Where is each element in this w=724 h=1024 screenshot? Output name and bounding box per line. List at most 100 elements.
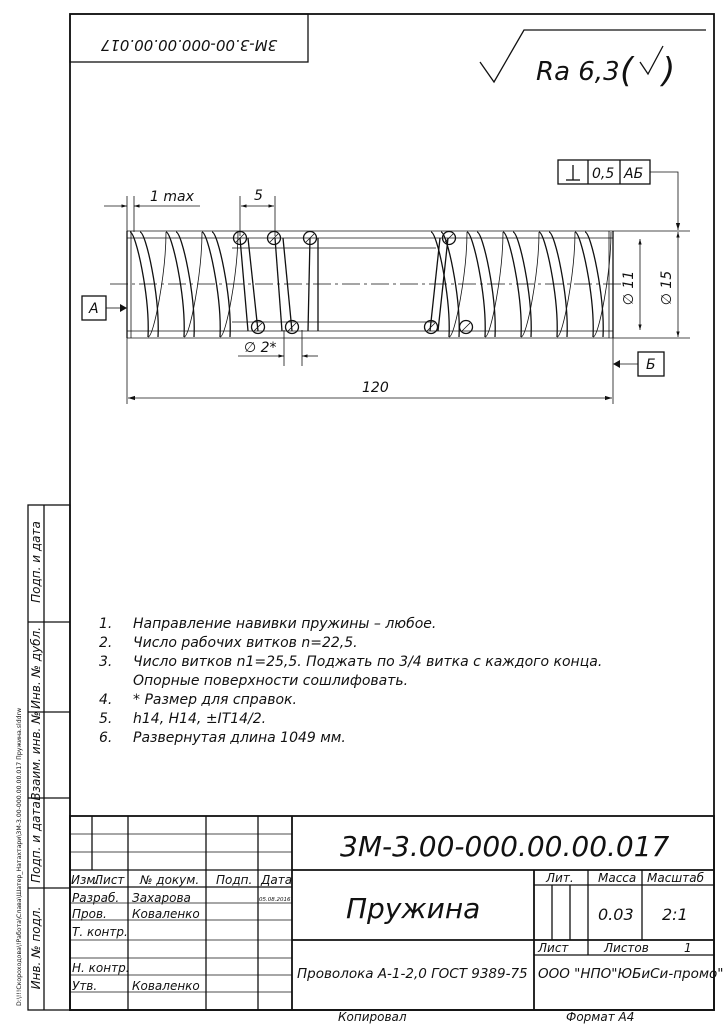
wire-section-circle: [266, 230, 282, 246]
title-part-name: Пружина: [346, 892, 480, 925]
coil-back: [484, 231, 504, 338]
title-designation: 3М-3.00-000.00.00.017: [340, 830, 670, 863]
coil-front-inner: [175, 231, 195, 338]
dim-wire-diameter: ∅ 2*: [244, 340, 277, 356]
roughness-symbol: Ra 6,3 ( ): [479, 29, 706, 91]
side-label-podp-data-2: Подп. и дата: [29, 801, 43, 883]
tolerance-frame: 0,5 АБ: [557, 159, 681, 230]
note-number: 5.: [99, 711, 112, 727]
note-text: * Размер для справок.: [133, 692, 297, 708]
tolerance-value: 0,5: [592, 166, 614, 182]
signature-rows: Разраб. Захарова 05.08.2016Пров.КоваленкоТ…: [72, 891, 291, 993]
coil-back: [219, 231, 239, 338]
note-number: 3.: [99, 654, 112, 670]
note-item: Опорные поверхности сошлифовать.: [133, 673, 408, 689]
coil-front: [201, 231, 221, 338]
sheets-value: 1: [684, 941, 692, 955]
hdr-doc: № докум.: [139, 873, 199, 887]
note-item: 1. Направление навивки пружины – любое.: [99, 616, 436, 632]
signature-row: Т. контр.: [72, 925, 128, 939]
side-strip: [27, 504, 71, 1011]
note-number: 1.: [99, 616, 112, 632]
title-company: ООО "НПО"ЮБиСи-промо": [538, 966, 724, 982]
coil-back: [592, 231, 612, 338]
dim-pitch-gap: 1 max: [150, 189, 195, 205]
coil-back: [556, 231, 576, 338]
mass-label: Масса: [598, 871, 636, 885]
spring-view: [110, 230, 630, 339]
coil-back: [448, 231, 468, 338]
file-path: D:\!!!Скороходова\!Работа\Слава\Шатер_На…: [15, 708, 23, 1006]
wire-section-circle: [250, 319, 266, 335]
note-number: 4.: [99, 692, 112, 708]
note-item: 2. Число рабочих витков n=22,5.: [99, 635, 358, 651]
roughness-check-icon: [639, 45, 664, 76]
dim-pitch: 5: [254, 188, 263, 204]
role-label: Утв.: [72, 979, 97, 993]
wire-section-circle: [284, 319, 300, 335]
coil-front-inner: [512, 231, 532, 338]
hdr-izm: Изм.: [71, 873, 99, 887]
role-date: 05.08.2016: [259, 897, 291, 903]
coil-front-inner: [139, 231, 159, 338]
signature-row: Разраб. Захарова 05.08.2016: [72, 891, 291, 905]
dimensions: 1 max 5 ∅ 11 ∅ 15 ∅ 2* 120: [104, 188, 690, 404]
note-item: 6.Развернутая длина 1049 мм.: [99, 730, 346, 746]
note-text: Число витков n1=25,5. Поджать по 3/4 вит…: [133, 654, 602, 670]
title-material: Проволока А-1-2,0 ГОСТ 9389-75: [297, 966, 528, 982]
datum-b: Б: [613, 351, 665, 377]
coil-front: [574, 231, 594, 338]
dim-length: 120: [362, 380, 389, 396]
coil-front-inner: [548, 231, 568, 338]
coil-front: [430, 231, 450, 338]
title-block: [69, 815, 715, 1011]
roughness-bracket-right: ): [659, 51, 675, 91]
mass-value: 0.03: [598, 905, 634, 924]
coil-back: [147, 231, 167, 338]
coil-front-inner: [211, 231, 231, 338]
spring-coils: [129, 231, 612, 338]
coil-front-inner: [476, 231, 496, 338]
side-label-podp-data: Подп. и дата: [29, 521, 43, 603]
svg-text:А: А: [88, 301, 99, 317]
hdr-podp: Подп.: [216, 873, 252, 887]
top-stamp-designation: 3М-3.00-000.00.00.017: [100, 36, 277, 54]
copied-label: Копировал: [338, 1010, 407, 1024]
sheet-label: Лист: [537, 941, 569, 955]
side-label-inv-podl: Инв. № подл.: [29, 907, 43, 990]
note-item: 4. * Размер для справок.: [99, 692, 297, 708]
role-label: Разраб.: [72, 891, 119, 905]
roughness-value: Ra 6,3: [536, 57, 620, 87]
lit-label: Лит.: [545, 871, 574, 885]
role-name: Захарова: [132, 891, 191, 905]
note-item: 5. h14, H14, ±IT14/2.: [99, 711, 266, 727]
svg-text:Б: Б: [646, 357, 656, 373]
signature-row: Пров.Коваленко: [72, 907, 200, 921]
note-text: h14, H14, ±IT14/2.: [133, 711, 266, 727]
side-label-inv-dubl: Инв. № дубл.: [29, 627, 43, 709]
coil-front-inner: [440, 231, 460, 338]
coil-front: [129, 231, 149, 338]
note-text: Опорные поверхности сошлифовать.: [133, 673, 408, 689]
scale-value: 2:1: [662, 905, 688, 924]
coil-back: [520, 231, 540, 338]
role-label: Н. контр.: [72, 961, 130, 975]
roughness-bracket-left: (: [620, 51, 635, 91]
hdr-list: Лист: [93, 873, 125, 887]
note-number: 6.: [99, 730, 112, 746]
note-number: 2.: [99, 635, 112, 651]
signature-row: Н. контр.: [72, 961, 130, 975]
note-text: Число рабочих витков n=22,5.: [133, 635, 358, 651]
signature-row: Утв. Коваленко: [72, 979, 200, 993]
note-item: 3. Число витков n1=25,5. Поджать по 3/4 в…: [99, 654, 602, 670]
format-label: Формат А4: [566, 1010, 634, 1024]
coil-front: [502, 231, 522, 338]
wire-section-circle: [441, 230, 457, 246]
wire-section-circle: [423, 319, 439, 335]
note-text: Направление навивки пружины – любое.: [133, 616, 436, 632]
dim-inner-diameter: ∅ 11: [621, 271, 637, 305]
role-name: Коваленко: [132, 979, 200, 993]
scale-label: Масштаб: [647, 871, 705, 885]
coil-front: [466, 231, 486, 338]
